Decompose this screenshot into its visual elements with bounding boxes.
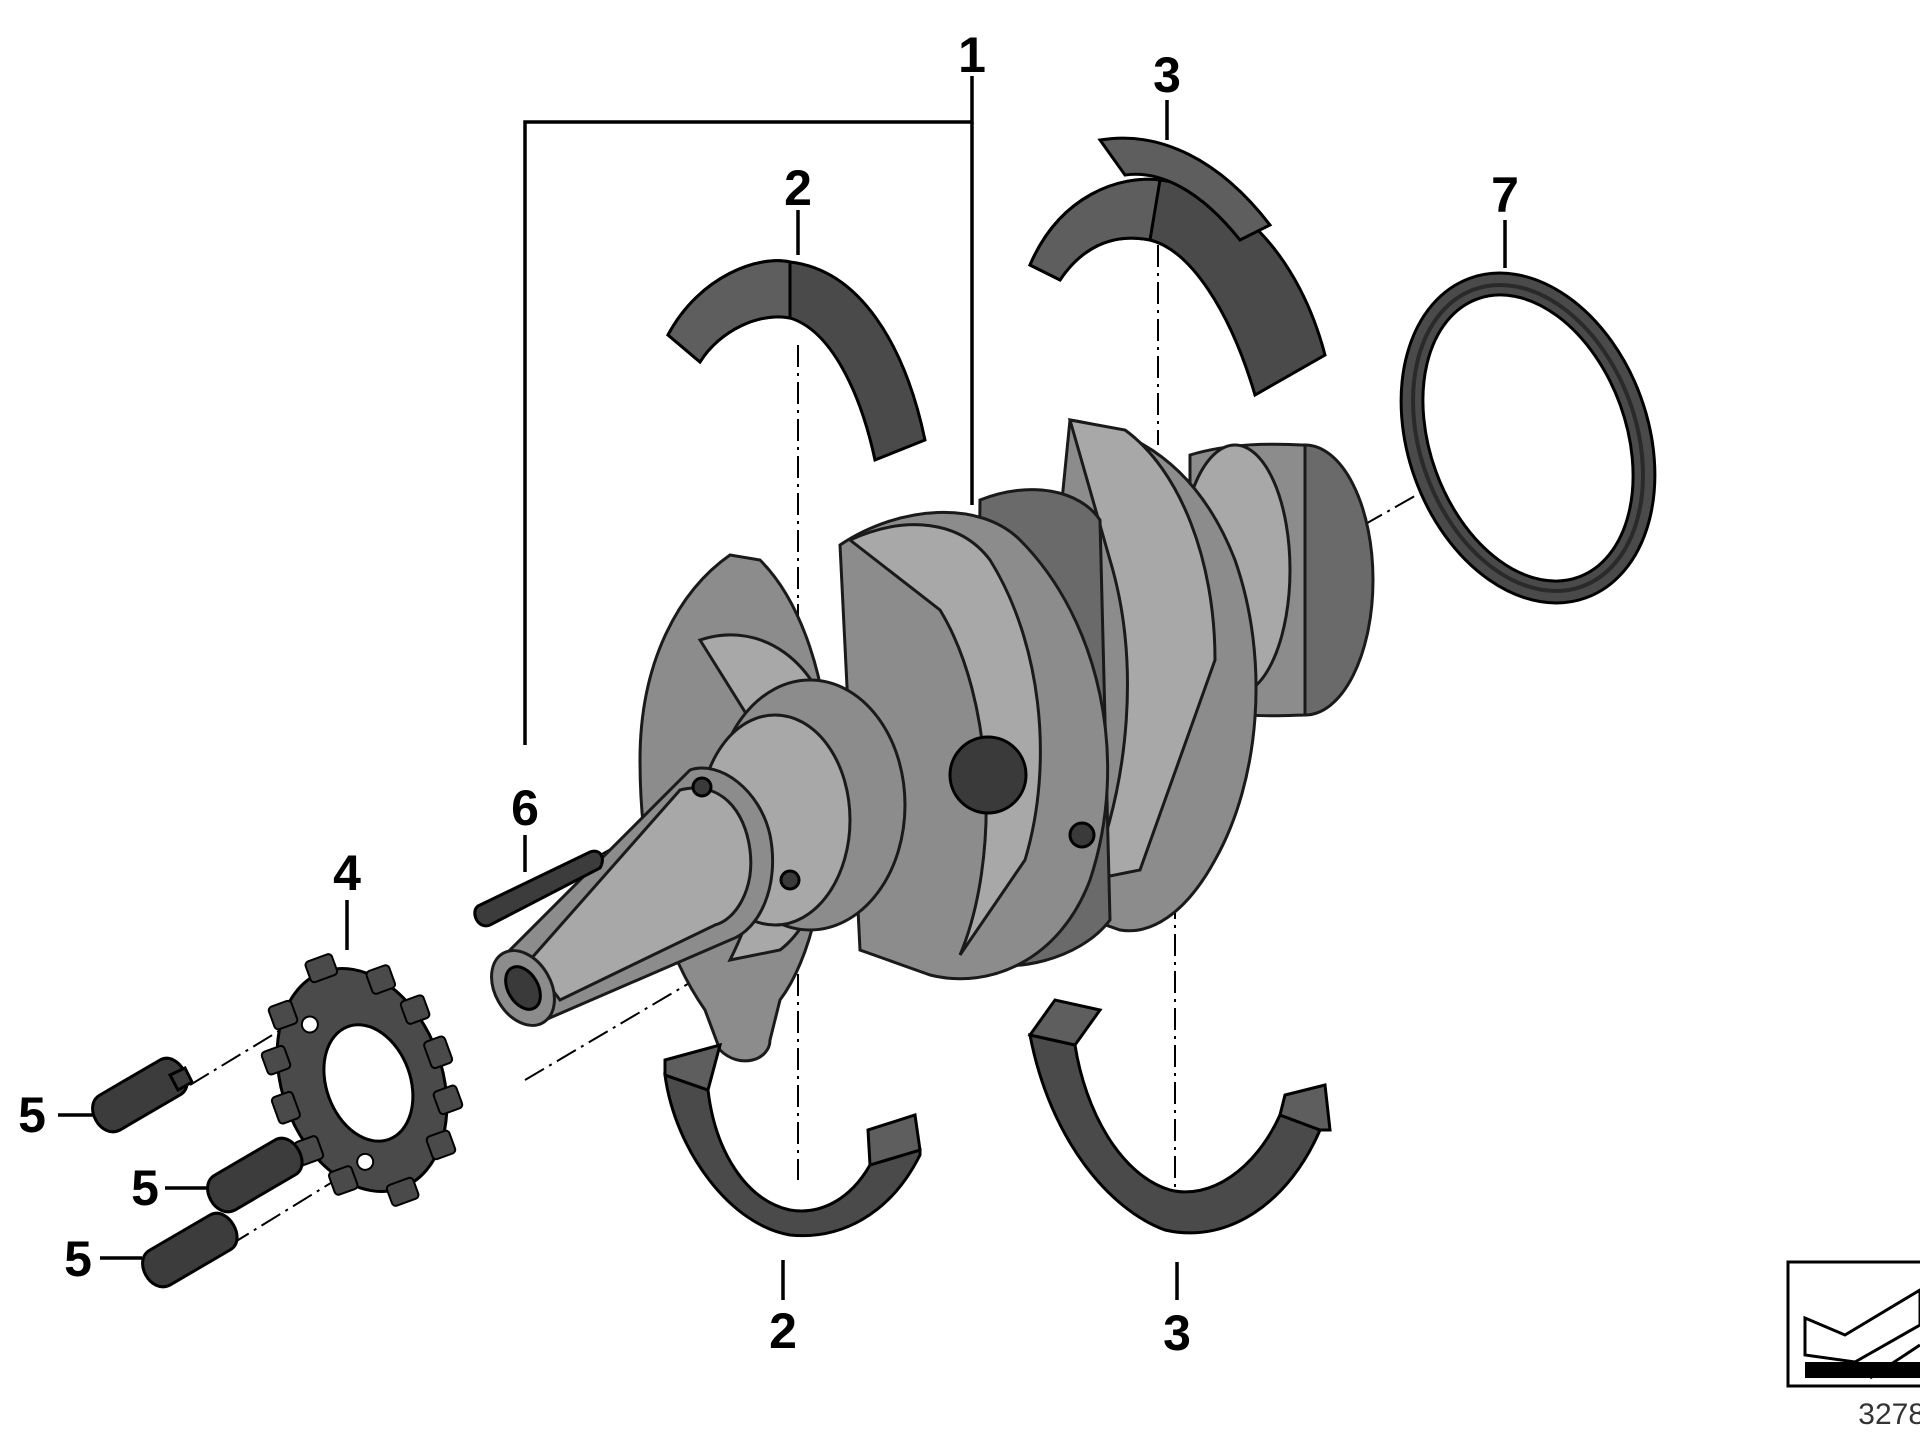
- dowel-pin-6: [473, 849, 604, 928]
- leader-lines: [58, 76, 1507, 1300]
- crankshaft-dowel-hole-lower: [779, 869, 801, 891]
- crankshaft-nose-bore: [504, 965, 542, 1011]
- main-bearing-shell-2-top: [666, 259, 927, 463]
- callout-4: 4: [333, 845, 361, 901]
- callout-6: 6: [511, 780, 539, 836]
- callout-5-b: 5: [131, 1160, 159, 1216]
- catalog-number: 32787: [1858, 1398, 1920, 1431]
- bolt-5-b: [206, 1136, 304, 1214]
- crankshaft-taper-highlight: [528, 786, 753, 1002]
- crankshaft-oil-hole: [1068, 821, 1096, 849]
- callout-5-a: 5: [18, 1087, 46, 1143]
- radial-shaft-seal-7: [1399, 271, 1657, 605]
- callout-2-top: 2: [784, 160, 812, 216]
- bolt-5-a: [91, 1056, 194, 1134]
- callout-2-bottom: 2: [769, 1303, 797, 1359]
- crankshaft-dowel-hole-upper: [691, 776, 713, 798]
- chain-sprocket-4: [260, 953, 464, 1207]
- callout-labels: 1 2 2 3 3 4 5 5 5 6 7: [18, 27, 1519, 1361]
- leader-1: [523, 76, 974, 745]
- crankshaft: [490, 418, 1375, 1063]
- bolt-5-c: [141, 1211, 239, 1289]
- axis-bolt-a: [189, 999, 331, 1086]
- callout-7: 7: [1491, 167, 1519, 223]
- callout-5-c: 5: [64, 1231, 92, 1287]
- main-bearing-shell-3-top: [1028, 136, 1327, 398]
- main-bearing-shell-3-bottom: [1027, 998, 1332, 1235]
- diagram-reference-icon: [1786, 1260, 1920, 1388]
- callout-3-bottom: 3: [1163, 1305, 1191, 1361]
- main-bearing-shell-2-bottom: [663, 1042, 922, 1238]
- callout-1: 1: [958, 27, 986, 83]
- callout-3-top: 3: [1153, 47, 1181, 103]
- crankshaft-oil-bore: [948, 735, 1028, 815]
